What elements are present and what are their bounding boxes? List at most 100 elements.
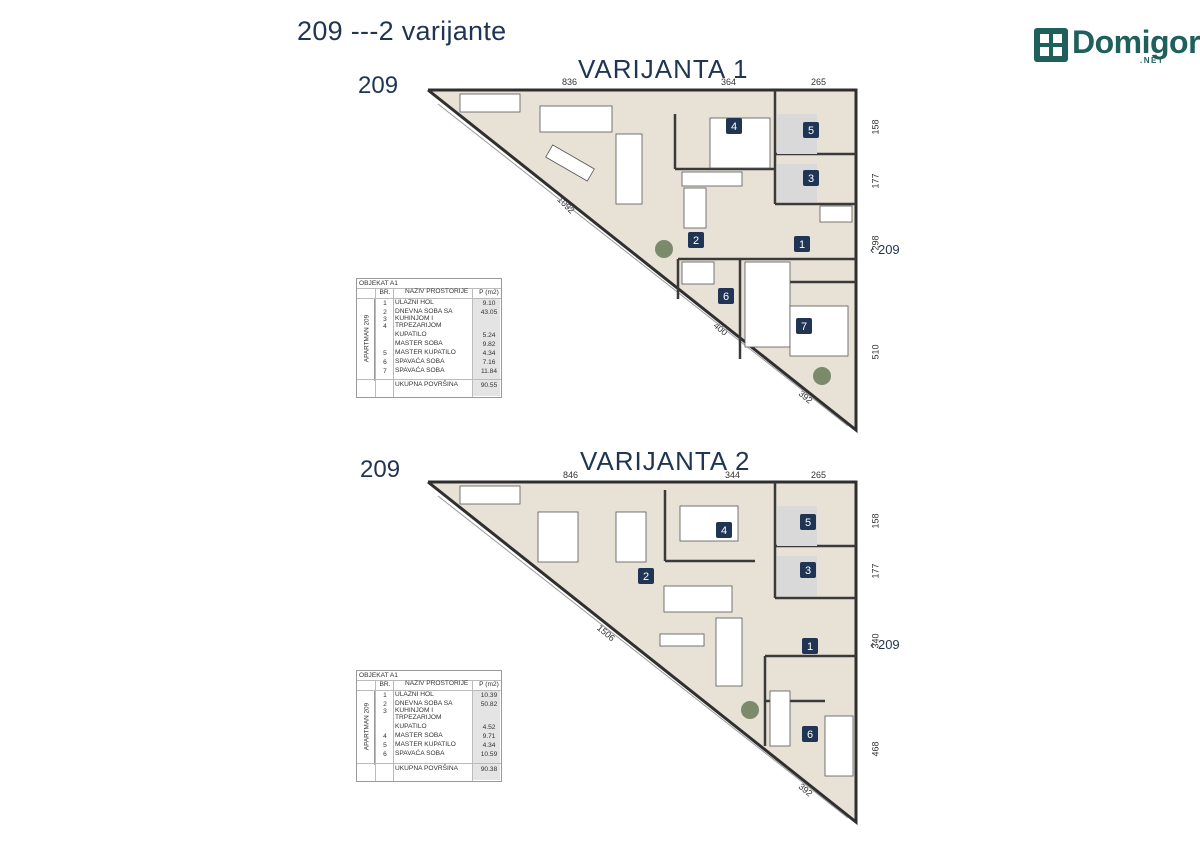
v1-room-tag-1	[794, 236, 810, 252]
v2-dim-r2: 177	[870, 563, 881, 579]
v2-total-label: UKUPNA POVRŠINA	[395, 765, 459, 772]
v1-room-tag-4	[726, 118, 742, 134]
v1-row1-br: 1	[383, 300, 387, 307]
v1-row7-area: 4.34	[482, 350, 496, 357]
v1-row9-name: SPAVAĆA SOBA	[395, 367, 445, 374]
v1-row2-br: 2	[383, 309, 387, 316]
variant2-area-table: OBJEKAT A1 BR. NAZIV PROSTORIJE P (m2) A…	[356, 670, 502, 782]
v1-dim-top-a: 836	[562, 77, 578, 87]
domigor-logo: Domigor .NET	[1034, 24, 1200, 70]
v1-plant-2	[813, 367, 831, 385]
v1-room-tag-2-text: 2	[693, 235, 699, 247]
v1-entry-marker: ‹ 209	[870, 242, 900, 257]
v2-room-tag-3-text: 3	[805, 565, 811, 577]
v1-row6-area: 9.82	[482, 341, 496, 348]
v1-room-tag-5-text: 5	[808, 125, 814, 137]
v1-row2-name: DNEVNA SOBA SA	[395, 308, 453, 315]
v2-row2-name: DNEVNA SOBA SA	[395, 700, 453, 707]
logo-sub: .NET	[1140, 56, 1165, 65]
v2-row8-name: SPAVAĆA SOBA	[395, 750, 445, 757]
v2-row7-area: 4.34	[482, 742, 496, 749]
v2-row8-br: 6	[383, 751, 387, 758]
variant2-apartment-number: 209	[360, 456, 401, 483]
v1-row2-area: 43.05	[480, 309, 498, 316]
logo-mark-icon	[1034, 28, 1068, 62]
v2-table-object: OBJEKAT A1	[359, 672, 398, 679]
v1-dim-top-c: 265	[811, 77, 827, 87]
v1-col-area: P (m2)	[479, 289, 499, 296]
v1-dim-r4: 510	[870, 344, 881, 360]
v2-row1-br: 1	[383, 692, 387, 699]
v2-room-tag-4	[716, 522, 732, 538]
v1-room-tag-6-text: 6	[723, 291, 729, 303]
v2-room-tag-4-text: 4	[721, 525, 727, 537]
v1-row7-br: 5	[383, 350, 387, 357]
v2-furniture	[459, 485, 854, 777]
v2-total-value: 90.38	[480, 766, 498, 773]
v2-row3-br: 3	[383, 708, 387, 715]
v1-room-tag-5	[803, 122, 819, 138]
v2-row6-area: 9.71	[482, 733, 496, 740]
v2-plant-1	[741, 701, 759, 719]
page-title: 209 ---2 varijante	[297, 16, 507, 46]
v2-room-tag-5-text: 5	[805, 517, 811, 529]
v1-row1-area: 9.10	[482, 300, 496, 307]
v1-row5-name: KUPATILO	[395, 331, 427, 338]
v1-room-tag-3	[803, 170, 819, 186]
v2-row7-name: MASTER KUPATILO	[395, 741, 456, 748]
v2-row4-name: TRPEZARIJOM	[395, 714, 442, 721]
v2-row7-br: 5	[383, 742, 387, 749]
v2-room-tag-5	[800, 514, 816, 530]
v1-room-tag-4-text: 4	[731, 121, 737, 133]
v2-room-tag-2-text: 2	[643, 571, 649, 583]
v1-interior-walls	[673, 90, 856, 359]
v2-row6-br: 4	[383, 733, 387, 740]
v1-col-name: NAZIV PROSTORIJE	[405, 288, 469, 295]
v1-room-tag-6	[718, 288, 734, 304]
v1-row6-name: MASTER SOBA	[395, 340, 443, 347]
v1-facade-line	[437, 103, 849, 427]
v1-dim-r1: 158	[870, 119, 881, 135]
v2-col-area: P (m2)	[479, 681, 499, 688]
v1-plant-1	[655, 240, 673, 258]
v1-room-tag-7-text: 7	[801, 321, 807, 333]
v2-outer-wall	[427, 480, 858, 826]
v2-col-name: NAZIV PROSTORIJE	[405, 680, 469, 687]
v1-col-br: BR.	[379, 289, 391, 296]
v2-col-br: BR.	[379, 681, 391, 688]
v2-row6-name: MASTER SOBA	[395, 732, 443, 739]
v1-row8-name: SPAVAĆA SOBA	[395, 358, 445, 365]
v2-room-tags: 4 5 3 2 1 6	[638, 514, 818, 742]
v2-dim-top-b: 344	[725, 470, 741, 480]
v1-total-value: 90.55	[480, 382, 498, 389]
v1-entry-marker-text: 209	[877, 242, 900, 257]
v1-row8-area: 7.16	[482, 359, 496, 366]
v1-room-tags: 4 5 3 2 1 6 7	[688, 118, 819, 334]
v1-row3-br: 3	[383, 316, 387, 323]
v1-dim-top-b: 364	[721, 77, 737, 87]
v2-row2-area: 50.82	[480, 701, 498, 708]
v1-row8-br: 6	[383, 359, 387, 366]
v1-row5-area: 5.24	[482, 332, 496, 339]
v2-dim-r1: 158	[870, 513, 881, 529]
v1-furniture	[459, 93, 853, 357]
v1-entry-chevron-icon: ‹	[870, 242, 875, 257]
v2-row5-name: KUPATILO	[395, 723, 427, 730]
v2-room-tag-2	[638, 568, 654, 584]
v2-facade-line	[437, 495, 849, 819]
v2-entry-marker-text: 209	[877, 637, 900, 652]
v2-dim-top-a: 846	[563, 470, 579, 480]
variant1-area-table: OBJEKAT A1 BR. NAZIV PROSTORIJE P (m2) A…	[356, 278, 502, 398]
v1-total-label: UKUPNA POVRŠINA	[395, 381, 459, 388]
variant1-apartment-number: 209	[358, 72, 399, 99]
v2-row1-area: 10.39	[480, 692, 498, 699]
v2-row1-name: ULAZNI HOL	[395, 691, 434, 698]
v2-dim-r4: 468	[870, 741, 881, 757]
v1-room-tag-1-text: 1	[799, 239, 805, 251]
v2-row3-name: KUHINJOM I	[395, 707, 434, 714]
v1-dim-r2: 177	[870, 173, 881, 189]
v2-row5-area: 4.52	[482, 724, 496, 731]
variant2-label: VARIJANTA 2	[580, 446, 751, 476]
v2-room-tag-1-text: 1	[807, 641, 813, 653]
v2-room-tag-3	[800, 562, 816, 578]
